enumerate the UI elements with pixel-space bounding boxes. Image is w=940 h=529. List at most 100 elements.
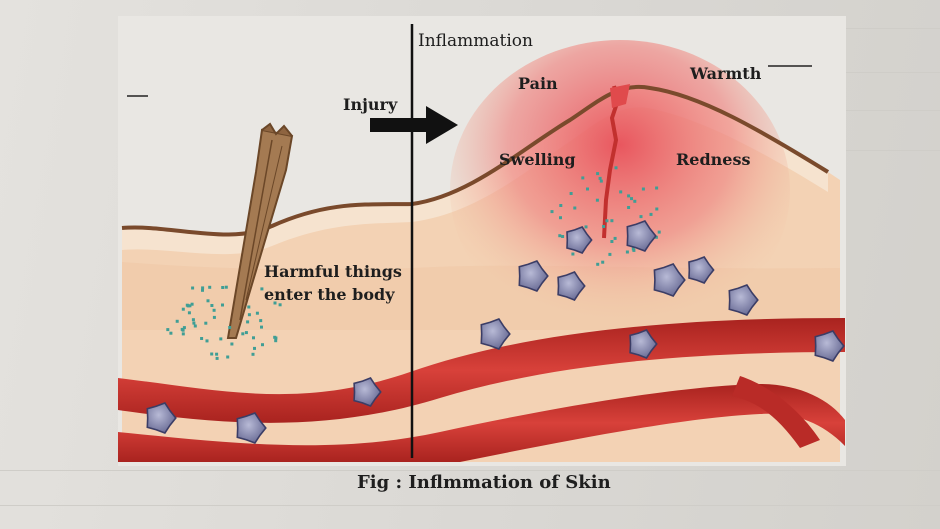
particle-dot <box>599 179 603 183</box>
particle-dot <box>558 234 562 238</box>
particle-dot <box>193 324 197 328</box>
particle-dot <box>619 190 623 194</box>
faint-rule <box>0 505 940 506</box>
particle-dot <box>187 311 191 315</box>
particle-dot <box>657 230 661 234</box>
particle-dot <box>181 332 185 336</box>
particle-dot <box>221 286 225 289</box>
arrow-right-icon <box>370 106 458 144</box>
particle-dot <box>584 225 588 229</box>
particle-dot <box>252 336 255 340</box>
particle-dot <box>639 215 643 219</box>
particle-dot <box>633 199 637 203</box>
particle-dot <box>581 176 585 180</box>
white-blood-cell <box>518 260 549 292</box>
particle-dot <box>625 250 629 254</box>
label-pain: Pain <box>518 74 558 93</box>
particle-dot <box>632 248 636 252</box>
white-blood-cell <box>688 256 715 284</box>
particle-dot <box>181 328 185 332</box>
figure-caption: Fig : Inflmmation of Skin <box>357 472 611 493</box>
particle-dot <box>610 219 614 223</box>
particle-dot <box>191 286 195 290</box>
white-blood-cell <box>146 402 177 434</box>
faint-rule <box>0 470 940 471</box>
particle-dot <box>274 339 278 343</box>
particle-dot <box>181 307 185 311</box>
white-blood-cell <box>629 329 658 359</box>
label-injury: Injury <box>343 95 398 114</box>
particle-dot <box>586 187 589 191</box>
particle-dot <box>210 352 214 356</box>
white-blood-cell <box>653 263 686 297</box>
particle-dot <box>627 194 631 198</box>
particle-dot <box>205 339 209 343</box>
particle-dot <box>201 286 205 290</box>
particle-dot <box>627 206 631 209</box>
white-blood-cell <box>480 318 511 350</box>
label-swelling: Swelling <box>499 150 576 169</box>
particle-dot <box>169 331 173 335</box>
particle-dot <box>655 207 659 211</box>
particle-dot <box>175 319 179 323</box>
particle-dot <box>215 352 219 356</box>
particle-dot <box>215 356 219 360</box>
particle-dot <box>251 352 255 356</box>
particle-dot <box>573 206 577 210</box>
particle-dot <box>219 337 223 341</box>
particle-dot <box>649 212 653 216</box>
blood-vessel-lower <box>118 384 845 462</box>
particle-dot <box>210 304 214 307</box>
particle-dot <box>559 216 562 220</box>
particle-dot <box>182 326 186 330</box>
particle-dot <box>610 240 614 243</box>
particle-dot <box>655 186 659 190</box>
particle-dot <box>559 204 563 207</box>
particle-dot <box>246 320 250 324</box>
particle-dot <box>192 321 196 325</box>
particle-dot <box>273 301 277 305</box>
label-inflammation: Inflammation <box>418 31 533 51</box>
particle-dot <box>188 304 192 308</box>
particle-dot <box>166 328 170 332</box>
particle-dot <box>255 311 259 315</box>
particle-dot <box>569 192 573 195</box>
white-blood-cell <box>557 271 586 301</box>
particle-dot <box>201 288 204 292</box>
epidermis <box>122 86 828 255</box>
particle-dot <box>228 326 232 329</box>
particle-dot <box>602 225 606 228</box>
particle-dot <box>614 166 618 170</box>
particle-dot <box>191 318 195 322</box>
white-blood-cells <box>146 220 845 444</box>
harmful-particles-inflamed <box>550 166 661 266</box>
white-blood-cell <box>626 220 657 252</box>
white-blood-cell <box>814 330 845 362</box>
splinter-icon <box>226 122 294 339</box>
particle-dot <box>208 285 212 289</box>
particle-dot <box>641 187 645 191</box>
particle-dot <box>261 343 264 347</box>
particle-dot <box>259 319 263 323</box>
particle-dot <box>247 305 251 309</box>
particle-dot <box>550 210 554 214</box>
particle-dot <box>278 303 282 307</box>
particle-dot <box>244 331 248 335</box>
label-redness: Redness <box>676 150 751 169</box>
particle-dot <box>613 236 617 240</box>
particle-dot <box>212 308 216 312</box>
harmful-particles <box>166 285 282 360</box>
white-blood-cell <box>236 412 267 444</box>
particle-dot <box>596 172 600 176</box>
particle-dot <box>247 313 251 317</box>
particle-dot <box>212 315 216 319</box>
white-blood-cell <box>566 226 593 254</box>
particle-dot <box>253 346 256 350</box>
particle-dot <box>185 303 189 307</box>
white-blood-cell <box>353 377 382 407</box>
label-harmful-line2: enter the body <box>264 285 395 304</box>
particle-dot <box>571 252 575 256</box>
label-harmful-line1: Harmful things <box>264 262 402 281</box>
label-warmth: Warmth <box>690 64 762 83</box>
